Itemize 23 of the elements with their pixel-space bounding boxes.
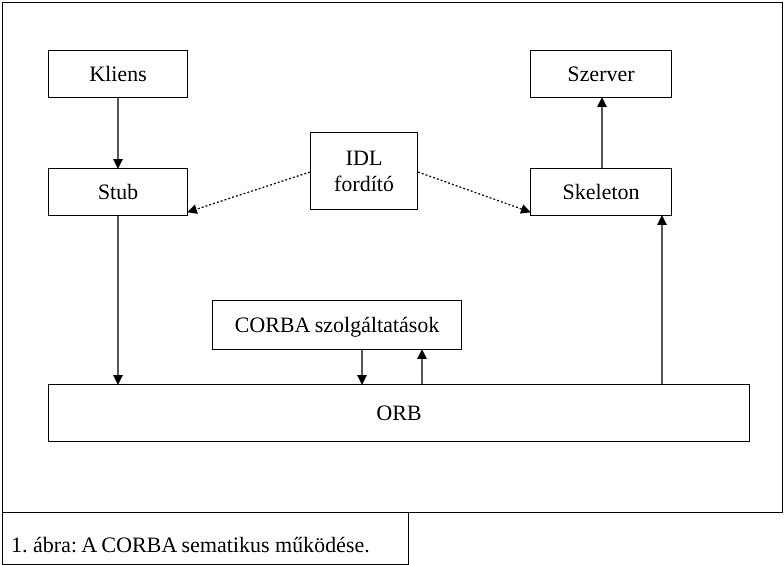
box-label: IDL fordító <box>333 145 395 197</box>
process-box <box>48 168 188 216</box>
process-box <box>48 384 750 442</box>
box-label: ORB <box>376 400 422 426</box>
caption: 1. ábra: A CORBA sematikus működése. <box>11 532 370 558</box>
arrow <box>113 98 123 169</box>
process-box <box>310 132 418 210</box>
process-box <box>530 168 672 216</box>
arrow <box>657 215 667 384</box>
process-box <box>212 300 462 350</box>
process-box <box>48 50 188 98</box>
arrow <box>417 349 427 384</box>
box-label: Kliens <box>89 61 147 87</box>
box-label: Skeleton <box>562 179 640 205</box>
arrow <box>418 171 531 214</box>
process-box <box>530 50 672 98</box>
box-label: Stub <box>98 179 138 205</box>
box-label: Szerver <box>567 61 635 87</box>
arrow <box>597 97 607 168</box>
arrow <box>187 171 310 214</box>
arrow <box>113 216 123 385</box>
box-label: CORBA szolgáltatások <box>234 312 440 338</box>
arrow <box>357 350 367 385</box>
